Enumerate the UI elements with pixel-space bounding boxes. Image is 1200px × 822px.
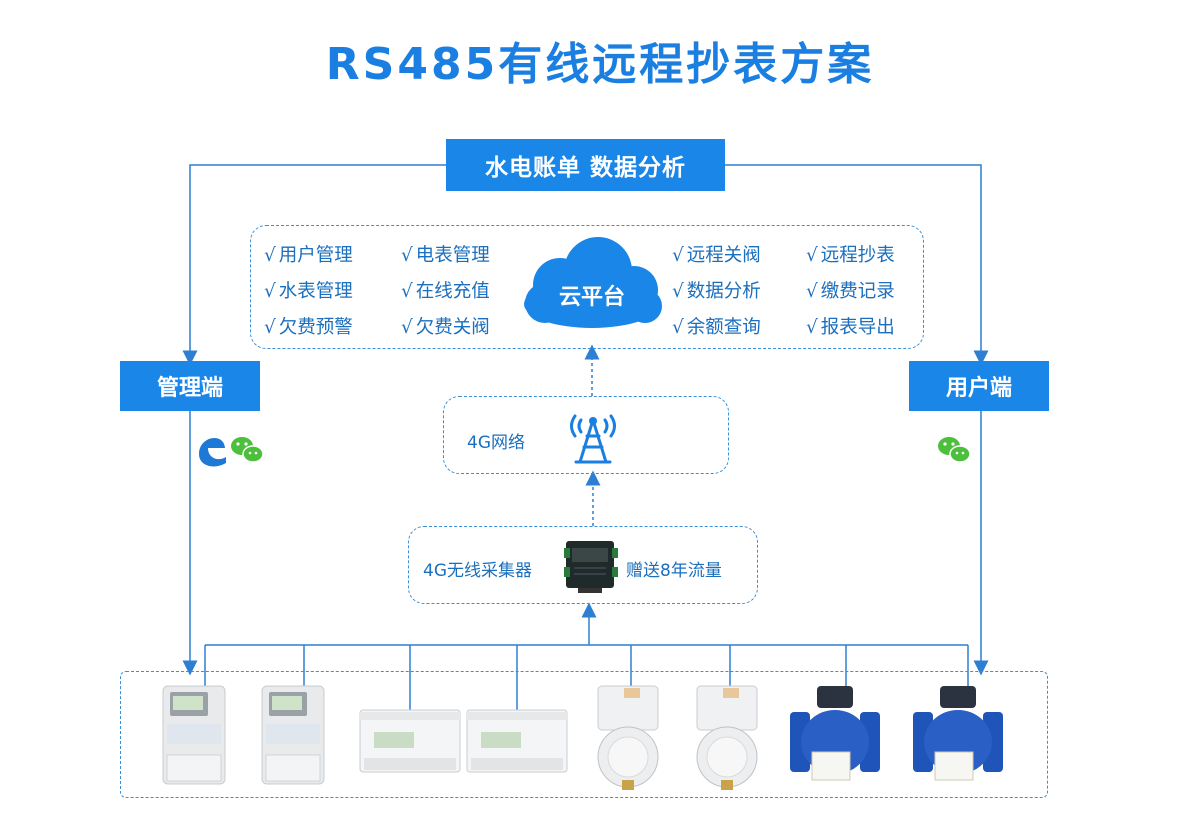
manager-end-box: 管理端 (120, 361, 260, 411)
network-label: 4G网络 (467, 433, 525, 453)
feature-item: √余额查询 (672, 317, 761, 338)
billing-analysis-box: 水电账单 数据分析 (446, 139, 725, 191)
feature-item: √欠费关阀 (401, 317, 490, 338)
meters-box (120, 671, 1048, 798)
cloud-platform-box (250, 225, 924, 349)
network-box (443, 396, 729, 474)
feature-item: √缴费记录 (806, 281, 895, 302)
collector-extra-label: 赠送8年流量 (626, 561, 722, 581)
feature-item: √在线充值 (401, 281, 490, 302)
feature-item: √远程抄表 (806, 245, 895, 266)
feature-item: √数据分析 (672, 281, 761, 302)
user-end-box: 用户端 (909, 361, 1049, 411)
billing-to-user-line (725, 164, 989, 366)
billing-to-manager-line (182, 164, 446, 366)
cloud-label: 云平台 (558, 285, 625, 310)
feature-item: √用户管理 (264, 245, 353, 266)
feature-item: √报表导出 (806, 317, 895, 338)
feature-item: √电表管理 (401, 245, 490, 266)
feature-item: √水表管理 (264, 281, 353, 302)
feature-item: √欠费预警 (264, 317, 353, 338)
meter-drop-lines (204, 645, 969, 710)
page-title: RS485有线远程抄表方案 (325, 39, 875, 90)
collector-box (408, 526, 758, 604)
collector-label: 4G无线采集器 (423, 561, 532, 581)
feature-item: √远程关阀 (672, 245, 761, 266)
